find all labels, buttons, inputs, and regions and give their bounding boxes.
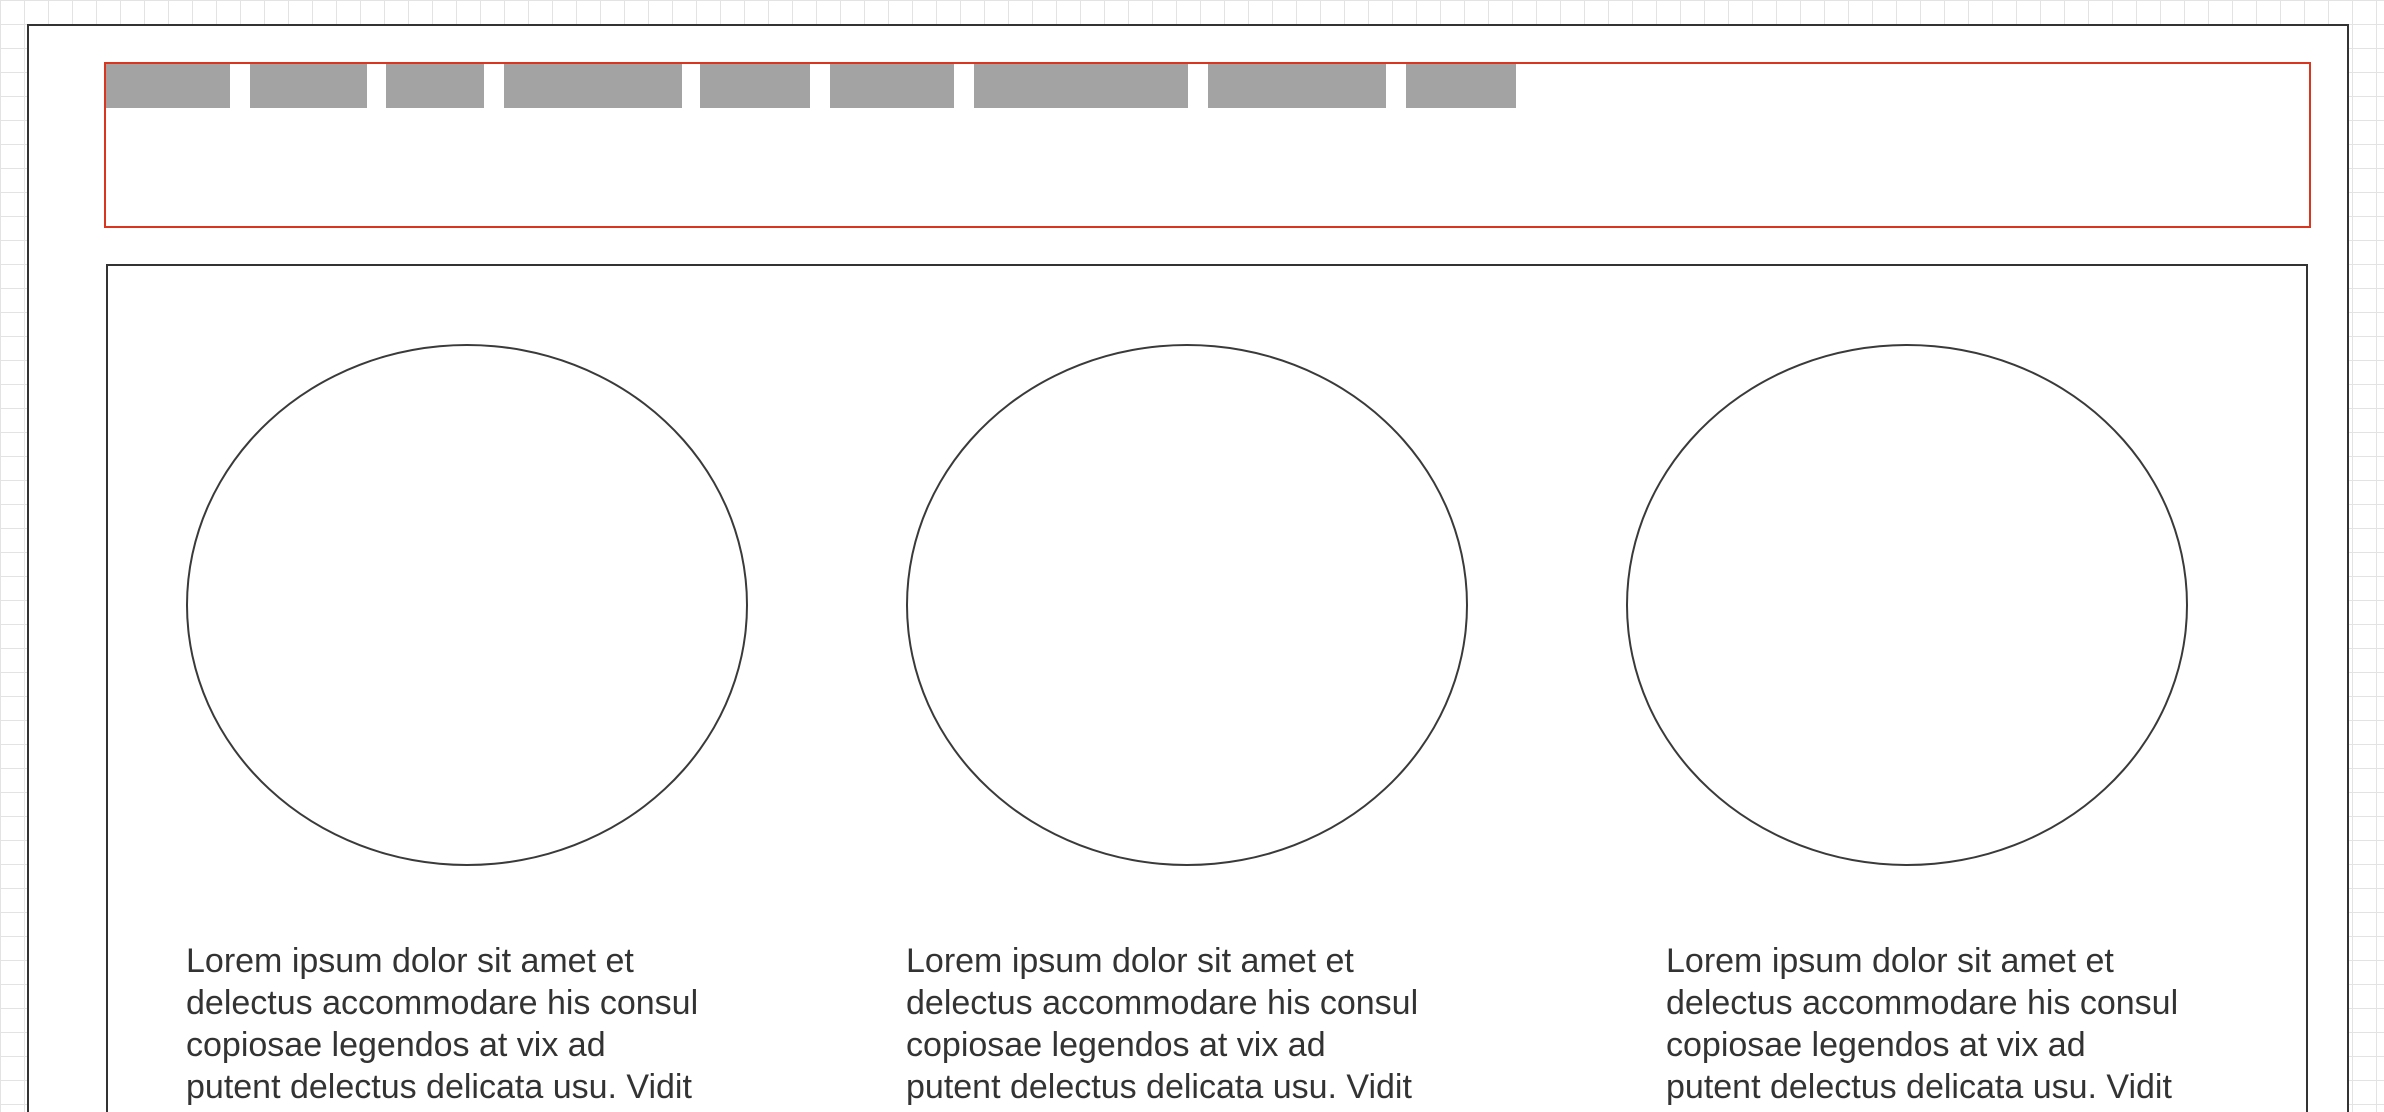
card-text-3: Lorem ipsum dolor sit amet et delectus a… — [1666, 942, 2179, 1106]
circle-image-placeholder-1 — [186, 344, 748, 866]
circle-image-placeholder-2 — [906, 344, 1468, 866]
circle-image-placeholder-3 — [1626, 344, 2188, 866]
nav-tab-3[interactable] — [386, 64, 484, 108]
nav-tab-1[interactable] — [106, 64, 230, 108]
nav-tab-7[interactable] — [974, 64, 1188, 108]
nav-tab-6[interactable] — [830, 64, 954, 108]
nav-tab-5[interactable] — [700, 64, 810, 108]
card-text-2: Lorem ipsum dolor sit amet et delectus a… — [906, 942, 1419, 1106]
card-text-1: Lorem ipsum dolor sit amet et delectus a… — [186, 942, 699, 1106]
nav-tab-4[interactable] — [504, 64, 682, 108]
nav-tab-9[interactable] — [1406, 64, 1516, 108]
nav-tab-8[interactable] — [1208, 64, 1386, 108]
nav-tab-2[interactable] — [250, 64, 367, 108]
